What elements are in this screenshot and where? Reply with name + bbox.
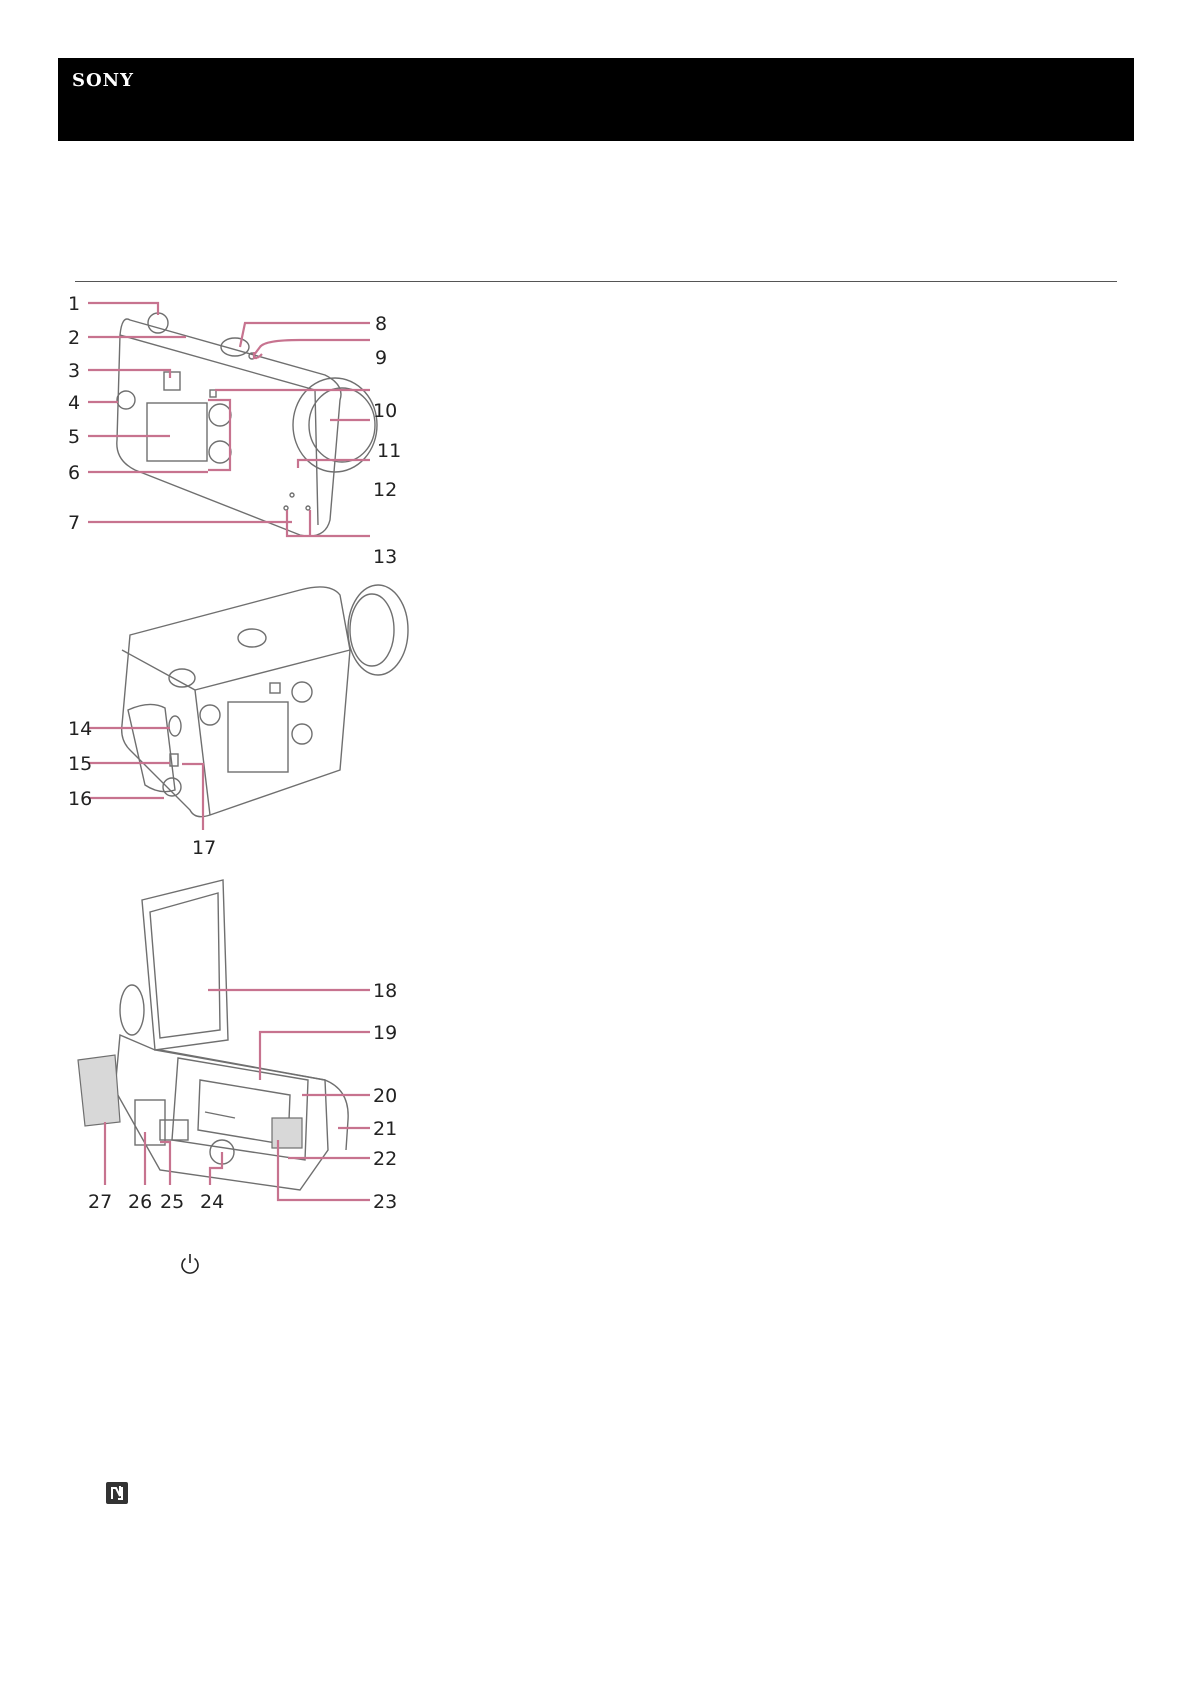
callout-11: 11 (377, 440, 401, 462)
camera-front-view: 1 2 3 4 5 6 7 8 9 10 11 12 13 (68, 293, 401, 568)
callout-1: 1 (68, 293, 80, 315)
callout-19: 19 (373, 1022, 397, 1044)
callout-12: 12 (373, 479, 397, 501)
callout-24: 24 (200, 1191, 224, 1213)
callout-6: 6 (68, 462, 80, 484)
callout-22: 22 (373, 1148, 397, 1170)
callout-9: 9 (375, 347, 387, 369)
callout-2: 2 (68, 327, 80, 349)
brand-logo: SONY (72, 70, 134, 91)
callout-3: 3 (68, 360, 80, 382)
callout-16: 16 (68, 788, 92, 810)
callout-15: 15 (68, 753, 92, 775)
camera-rear-view: 14 15 16 17 (68, 584, 409, 859)
power-icon (178, 1252, 202, 1276)
callout-27: 27 (88, 1191, 112, 1213)
callout-7: 7 (68, 512, 80, 534)
callout-26: 26 (128, 1191, 152, 1213)
callout-18: 18 (373, 980, 397, 1002)
callout-13: 13 (373, 546, 397, 568)
section-divider (75, 281, 1117, 282)
nfc-mark-icon (105, 1481, 129, 1505)
callout-17: 17 (192, 837, 216, 859)
page-header: SONY (58, 58, 1134, 141)
callout-25: 25 (160, 1191, 184, 1213)
callout-10: 10 (373, 400, 397, 422)
camera-parts-diagram: 1 2 3 4 5 6 7 8 9 10 11 12 13 (60, 290, 420, 1240)
camera-battery-view: 18 19 20 21 22 23 24 25 26 27 (77, 879, 397, 1213)
callout-21: 21 (373, 1118, 397, 1140)
callout-8: 8 (375, 313, 387, 335)
callout-4: 4 (68, 392, 80, 414)
callout-23: 23 (373, 1191, 397, 1213)
callout-14: 14 (68, 718, 92, 740)
callout-5: 5 (68, 426, 80, 448)
callout-20: 20 (373, 1085, 397, 1107)
